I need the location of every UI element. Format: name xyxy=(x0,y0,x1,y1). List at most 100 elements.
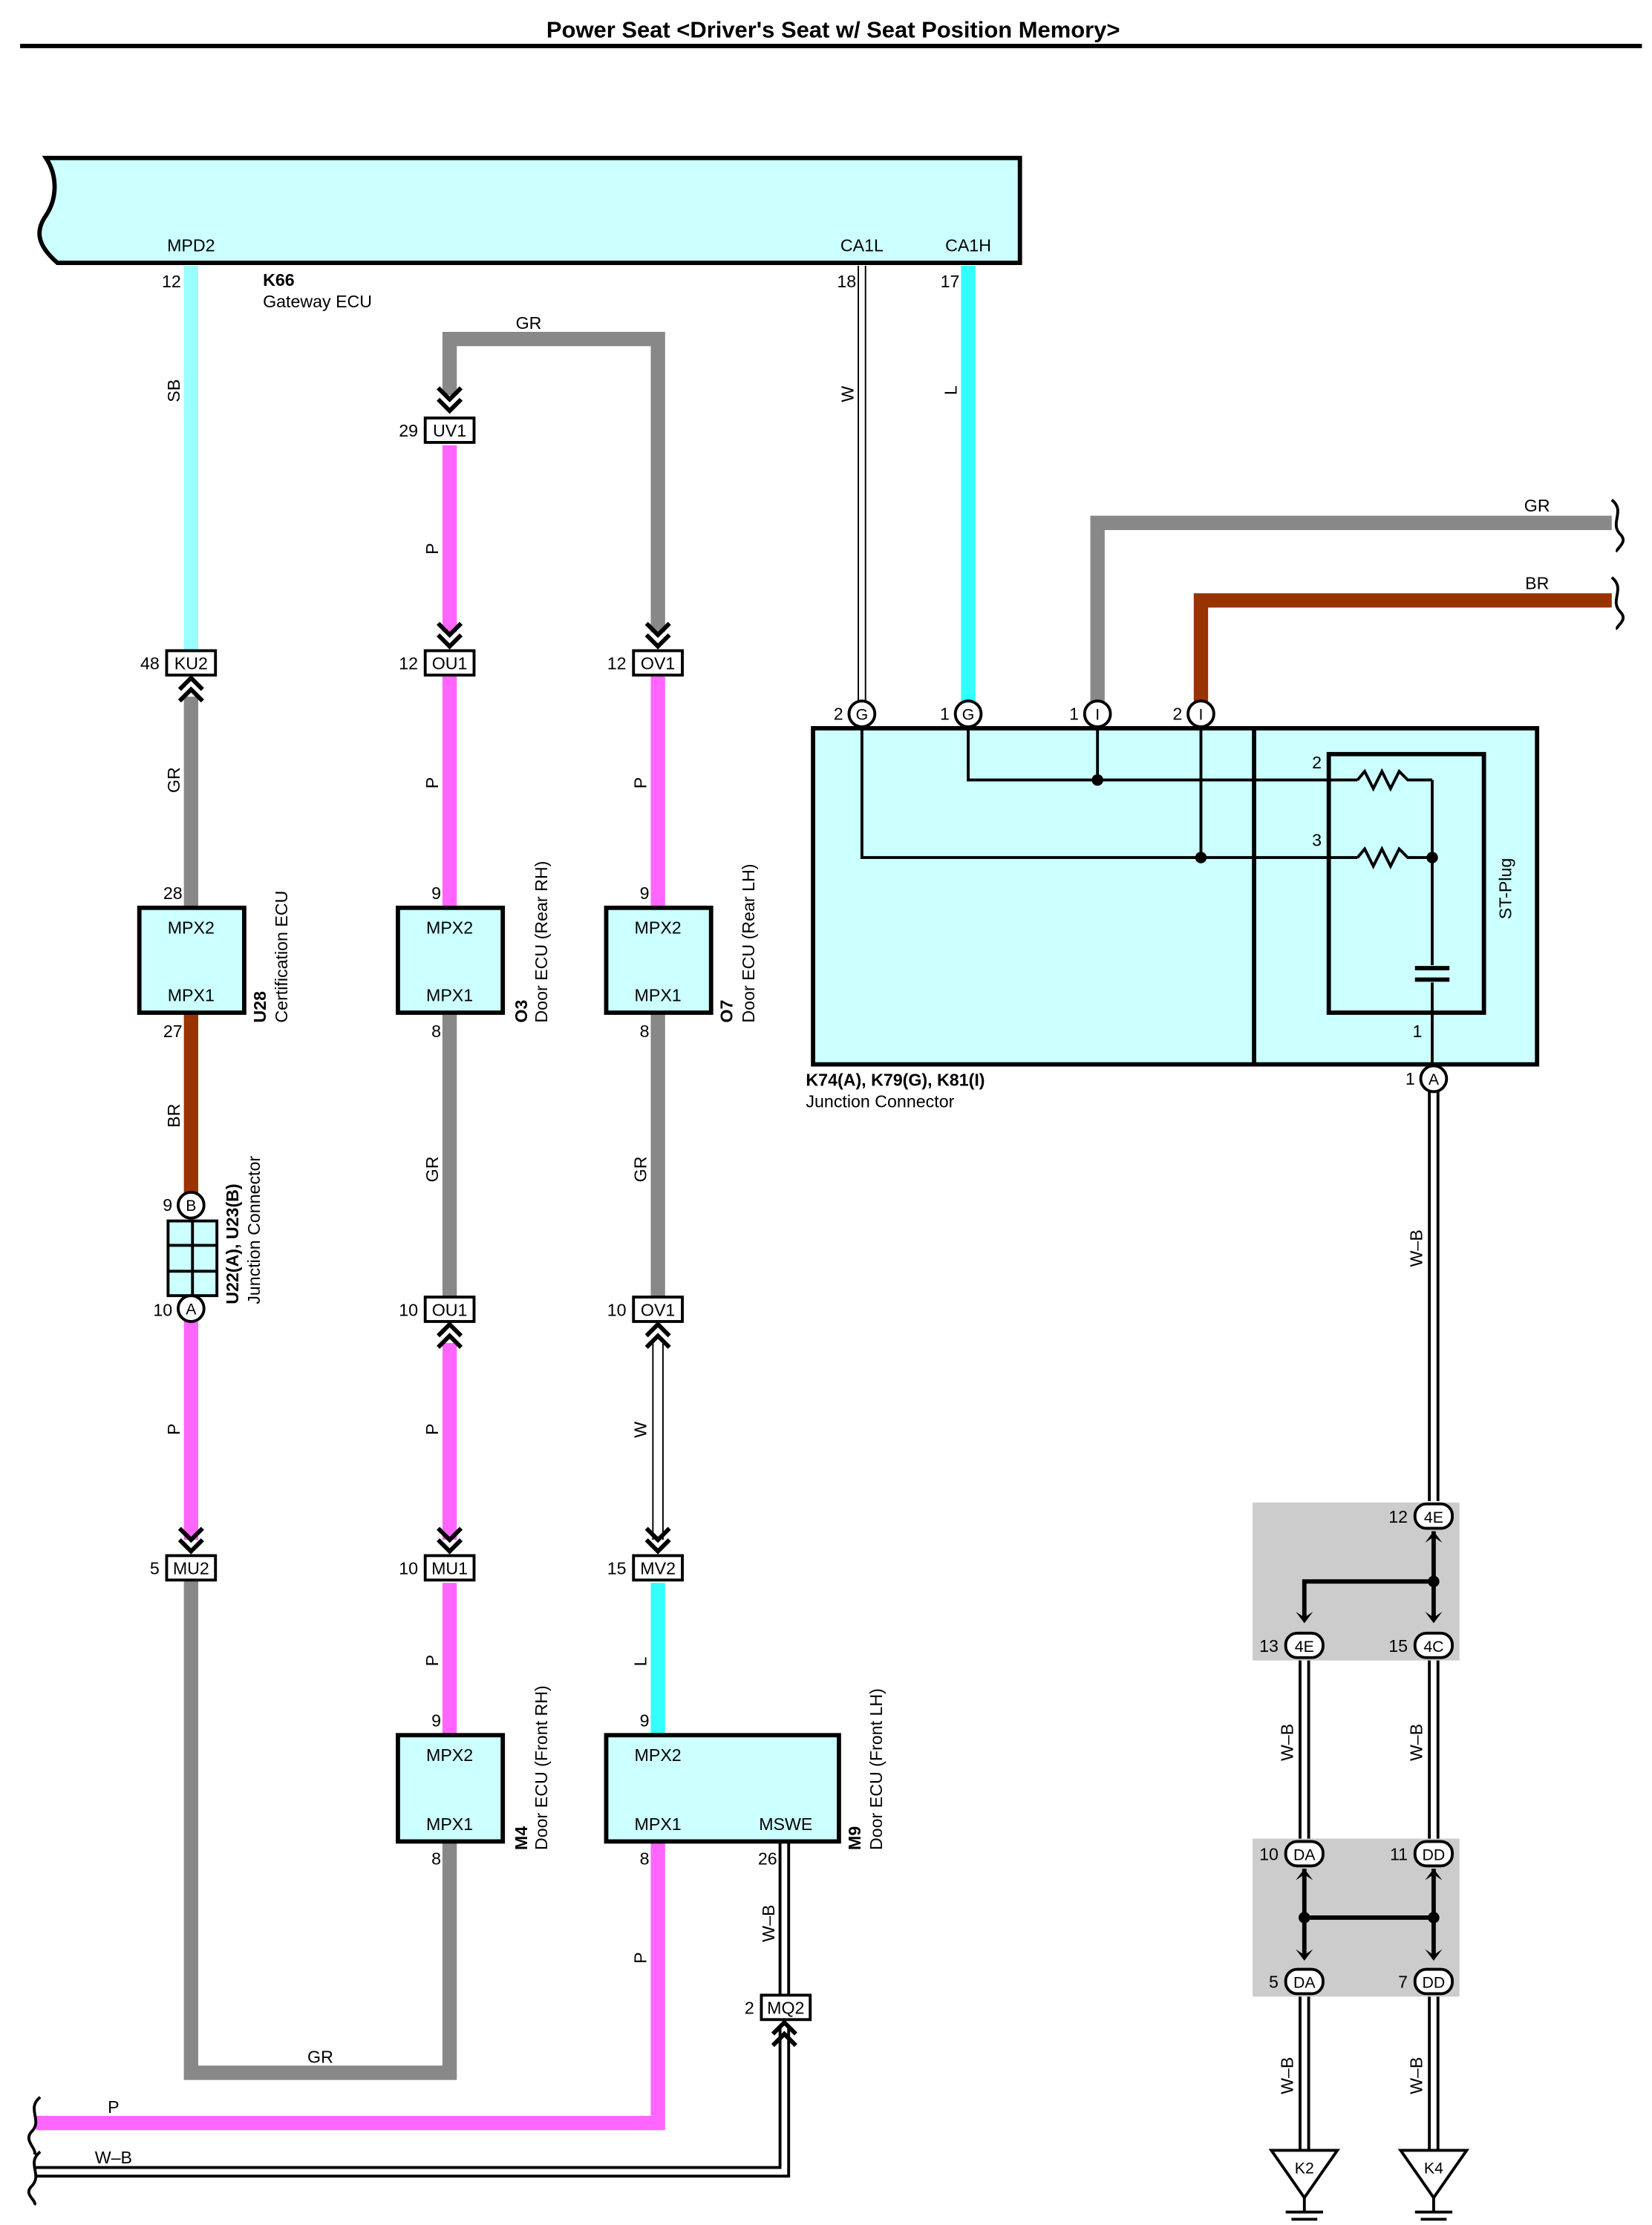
connector-mu1-code: MU1 xyxy=(431,1559,468,1578)
wires xyxy=(36,265,1612,2178)
pill-dd-out-pin: 7 xyxy=(1398,1973,1408,1992)
connector-ov1-bottom: OV1 10 xyxy=(607,1296,684,1349)
wire-label-p-u22: P xyxy=(164,1423,183,1434)
connector-ou1-top-code: OU1 xyxy=(432,654,468,673)
connector-ou1-top-pin: 12 xyxy=(399,654,418,673)
connector-ou1-bottom: OU1 10 xyxy=(399,1296,476,1349)
chevron-down-icon xyxy=(437,621,463,638)
terminal-i1-letter: I xyxy=(1095,705,1100,723)
connector-mv2-box xyxy=(632,1554,684,1582)
internal-line-2 xyxy=(860,725,1358,860)
ground-k2-label: K2 xyxy=(1295,2159,1314,2177)
pill-4e-out xyxy=(1284,1631,1325,1659)
chevron-down-icon xyxy=(644,633,671,650)
chevron-up-icon xyxy=(771,2030,797,2048)
wire-label-wb-k74: W–B xyxy=(1406,1229,1426,1267)
terminal-g1-letter: G xyxy=(962,705,975,723)
terminal-a1 xyxy=(1419,1064,1449,1094)
arrow-down-icon xyxy=(1425,1611,1443,1624)
pill-dd-in-pin: 11 xyxy=(1390,1845,1408,1864)
ecu-o7-pin-bottom: 8 xyxy=(640,1022,650,1041)
gateway-name: Gateway ECU xyxy=(263,292,372,311)
chevron-down-icon xyxy=(177,1538,204,1555)
ecu-u28-code: U28 xyxy=(250,991,270,1023)
splice-dot xyxy=(1428,1575,1440,1587)
ecu-u28-name: Certification ECU xyxy=(272,891,291,1023)
pill-da-in-code: DA xyxy=(1293,1846,1316,1864)
gateway-ecu: MPD2 CA1L CA1H 12 18 17 K66 Gateway ECU xyxy=(37,155,1022,311)
chevron-down-icon xyxy=(437,1538,463,1555)
connector-uv1-pin: 29 xyxy=(399,421,418,440)
wire-label-wb-m9: W–B xyxy=(759,1905,778,1942)
block-bus xyxy=(1302,1579,1434,1621)
wire-br-right xyxy=(1193,593,1612,705)
gateway-num-mpd2: 12 xyxy=(162,272,181,291)
pill-4c-out-code: 4C xyxy=(1423,1638,1443,1656)
connector-ov1-bottom-code: OV1 xyxy=(641,1300,675,1319)
chevron-up-icon xyxy=(177,686,204,703)
pill-4c-out xyxy=(1413,1631,1454,1659)
ecu-o3-bottom: MPX1 xyxy=(426,986,473,1005)
internal-line-1 xyxy=(967,725,1358,782)
junction-block-top: 4E 12 4E 13 4C 15 xyxy=(1253,1502,1460,1661)
wire-label-gr-top: GR xyxy=(516,313,542,333)
ecu-m4-bottom: MPX1 xyxy=(426,1814,473,1834)
wire-gr-bottom xyxy=(183,1580,457,2080)
terminal-g1 xyxy=(953,699,983,728)
connector-mv2-pin: 15 xyxy=(607,1559,627,1578)
wire-p-m9 xyxy=(36,1841,665,2131)
ecu-m4-pin-bottom: 8 xyxy=(431,1849,441,1868)
wire-label-gr-bottom: GR xyxy=(307,2047,333,2066)
wire-label-wb-da: W–B xyxy=(1277,2057,1296,2094)
ecu-m9-box xyxy=(604,1733,841,1844)
wire-label-gr-o7: GR xyxy=(631,1157,650,1183)
page-title: Power Seat <Driver's Seat w/ Seat Positi… xyxy=(546,16,1120,42)
ecu-m9: MPX2 MPX1 MSWE 9 8 26 M9 Door ECU (Front… xyxy=(604,1688,886,1868)
ecu-o3-name: Door ECU (Rear RH) xyxy=(532,861,551,1023)
gateway-pin-ca1h: CA1H xyxy=(945,236,991,255)
connector-mu1-pin: 10 xyxy=(399,1559,418,1578)
ecu-u28-box xyxy=(137,905,247,1015)
wire-label-w-ca1l: W xyxy=(838,386,857,402)
terminal-g2-pin: 2 xyxy=(834,704,843,723)
pill-dd-out xyxy=(1413,1967,1454,1996)
wire-label-wb-dd: W–B xyxy=(1406,2057,1426,2094)
chevron-down-icon xyxy=(437,397,463,414)
chevron-up-icon xyxy=(177,675,204,691)
ecu-m9-code: M9 xyxy=(845,1826,864,1850)
connector-mu1: MU1 10 xyxy=(399,1526,476,1582)
gateway-ecu-box xyxy=(37,155,1022,265)
break-icon xyxy=(27,2150,42,2206)
ground-k2-triangle xyxy=(1268,2149,1340,2201)
wire-label-wb-4e: W–B xyxy=(1277,1724,1296,1761)
arrow-down-icon xyxy=(1425,1949,1443,1961)
connector-mu2-box xyxy=(165,1554,218,1582)
chevron-down-icon xyxy=(177,1526,204,1543)
gateway-num-ca1l: 18 xyxy=(837,272,856,291)
pill-dd-in-code: DD xyxy=(1423,1846,1446,1864)
terminal-i2-pin: 2 xyxy=(1172,704,1182,723)
ecu-m4: MPX2 MPX1 9 8 M4 Door ECU (Front RH) xyxy=(396,1685,551,1868)
ecu-m9-top: MPX2 xyxy=(635,1745,682,1765)
gateway-pin-ca1l: CA1L xyxy=(840,236,884,255)
splice-dot xyxy=(1091,774,1103,786)
connector-mq2-box xyxy=(760,1993,812,2022)
splice-dot xyxy=(1195,852,1207,863)
terminal-g2 xyxy=(847,699,877,728)
chevron-down-icon xyxy=(437,1526,463,1543)
connector-ou1-top-box xyxy=(423,649,476,677)
ecu-m4-code: M4 xyxy=(512,1826,531,1850)
chevron-down-icon xyxy=(437,633,463,650)
connector-mv2: MV2 15 xyxy=(607,1526,684,1582)
wire-label-l-ca1h: L xyxy=(941,385,961,395)
junction-k74-name: Junction Connector xyxy=(806,1092,954,1111)
terminal-i1 xyxy=(1083,699,1112,728)
chevron-down-icon xyxy=(644,621,671,638)
ecu-u28-pin-bottom: 27 xyxy=(163,1022,183,1041)
ecu-m4-top: MPX2 xyxy=(426,1745,473,1765)
ecu-u28-bottom: MPX1 xyxy=(168,986,215,1005)
connector-mq2: MQ2 2 xyxy=(745,1993,812,2048)
connector-ou1-bottom-code: OU1 xyxy=(432,1300,468,1319)
junction-k74-code: K74(A), K79(G), K81(I) xyxy=(806,1071,985,1090)
junction-u22: B 9 A 10 U22(A), U23(B) Junction Connect… xyxy=(153,1156,264,1323)
